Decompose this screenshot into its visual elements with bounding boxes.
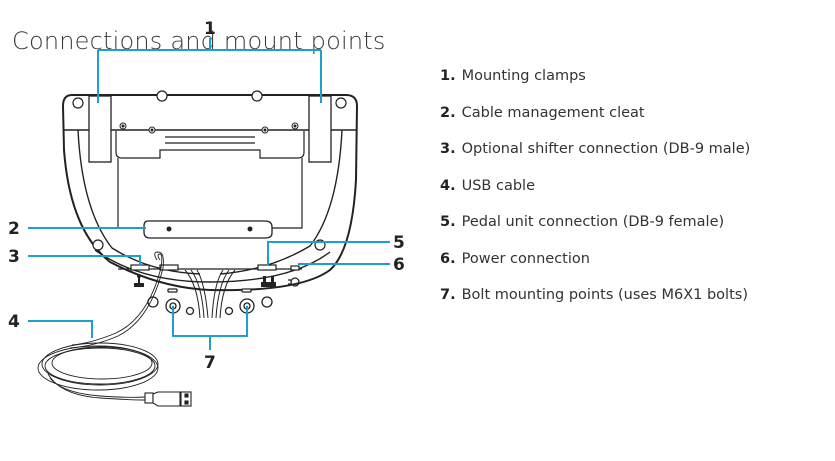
legend-item: 4.USB cable — [440, 177, 535, 194]
usb-cable — [37, 251, 164, 401]
callout-5: 5 — [393, 233, 405, 253]
cable-cleat — [143, 220, 273, 239]
legend-item: 1.Mounting clamps — [440, 68, 586, 84]
mounting-clamp-left — [88, 95, 112, 163]
legend-item: 7.Bolt mounting points (uses M6X1 bolts) — [440, 287, 748, 303]
wheel-base-diagram: 1 2 3 4 5 6 7 — [8, 19, 405, 407]
legend-item: 2.Cable management cleat — [440, 104, 645, 121]
legend-item: 6.Power connection — [440, 250, 590, 267]
power-port — [290, 265, 300, 271]
mount-hole — [335, 97, 347, 109]
legend-item: 3.Optional shifter connection (DB-9 male… — [440, 141, 751, 157]
callout-7: 7 — [204, 353, 216, 373]
callout-2: 2 — [8, 219, 20, 239]
callout-1: 1 — [204, 19, 216, 39]
mount-hole — [92, 239, 104, 251]
mount-hole — [156, 90, 168, 102]
mounting-clamp-right — [308, 95, 332, 163]
legend-list: 1.Mounting clamps 2.Cable management cle… — [440, 68, 750, 324]
callout-6: 6 — [393, 255, 405, 275]
shifter-icon — [134, 274, 144, 287]
legend-item: 5.Pedal unit connection (DB-9 female) — [440, 214, 725, 230]
base-outline — [61, 94, 359, 292]
mount-hole — [251, 90, 263, 102]
usb-plug-icon — [144, 391, 192, 407]
callout-3: 3 — [8, 247, 20, 267]
pedals-icon — [261, 276, 276, 287]
mount-hole — [72, 97, 84, 109]
callout-4: 4 — [8, 312, 20, 332]
power-icon — [288, 277, 300, 287]
callout-lines — [28, 38, 390, 350]
